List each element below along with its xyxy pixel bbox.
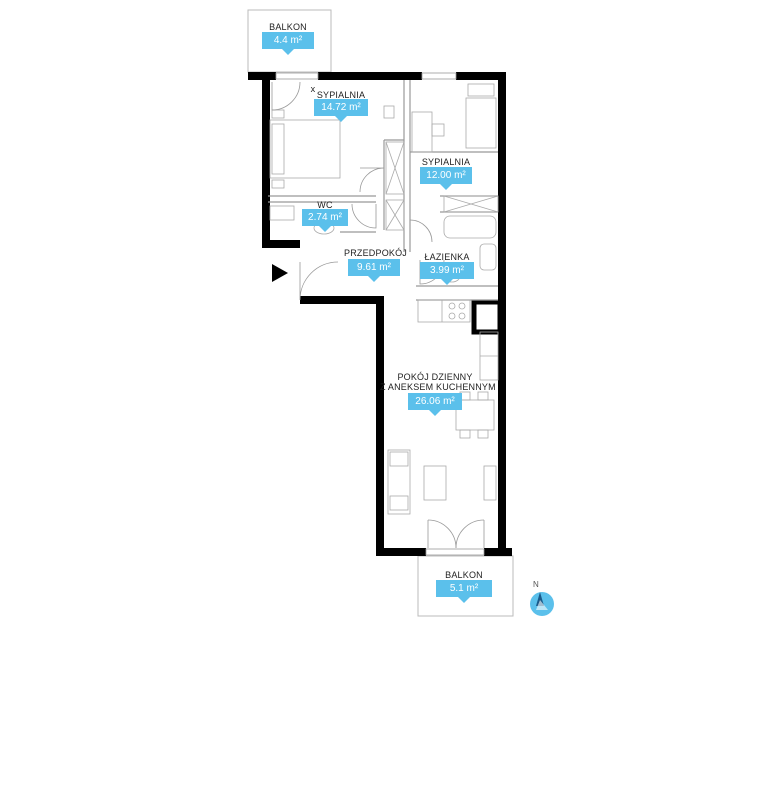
- compass-label: N: [533, 580, 539, 589]
- kitchen-fixtures: [417, 299, 499, 381]
- area-pokoj-dzienny: 26.06 m²: [408, 393, 462, 416]
- area-przedpokoj: 9.61 m²: [348, 259, 400, 282]
- marker-x: x: [310, 84, 316, 94]
- entrance-arrow-icon: [272, 264, 288, 282]
- room-name-pokoj-dzienny-line2: Z ANEKSEM KUCHENNYM: [380, 382, 496, 392]
- area-lazienka: 3.99 m²: [420, 262, 474, 285]
- doors: [271, 81, 485, 549]
- room-name-balkon-bottom: BALKON: [445, 570, 483, 580]
- balcony-top-outline: [247, 9, 332, 73]
- area-sypialnia-2: 12.00 m²: [420, 167, 472, 190]
- room-name-balkon-top: BALKON: [269, 22, 307, 32]
- bed: [269, 109, 341, 189]
- windows: [275, 72, 485, 556]
- wardrobes: [385, 141, 499, 231]
- area-balkon-bottom: 5.1 m²: [436, 580, 492, 603]
- room-name-sypialnia-1: SYPIALNIA: [316, 90, 366, 100]
- living-furniture: [387, 391, 497, 515]
- room-name-przedpokoj: PRZEDPOKÓJ: [344, 248, 408, 258]
- compass-icon: [530, 592, 554, 616]
- area-balkon-top: 4.4 m²: [262, 32, 314, 55]
- balcony-bottom-outline: [417, 555, 514, 617]
- area-wc: 2.74 m²: [302, 209, 348, 232]
- room-name-wc: WC: [317, 200, 333, 210]
- room-name-lazienka: ŁAZIENKA: [424, 252, 470, 262]
- bedroom2-furniture: [383, 83, 497, 153]
- area-sypialnia-1: 14.72 m²: [314, 99, 368, 122]
- shaft: [471, 299, 503, 335]
- room-name-sypialnia-2: SYPIALNIA: [421, 157, 471, 167]
- room-name-pokoj-dzienny-line1: POKÓJ DZIENNY: [397, 372, 473, 382]
